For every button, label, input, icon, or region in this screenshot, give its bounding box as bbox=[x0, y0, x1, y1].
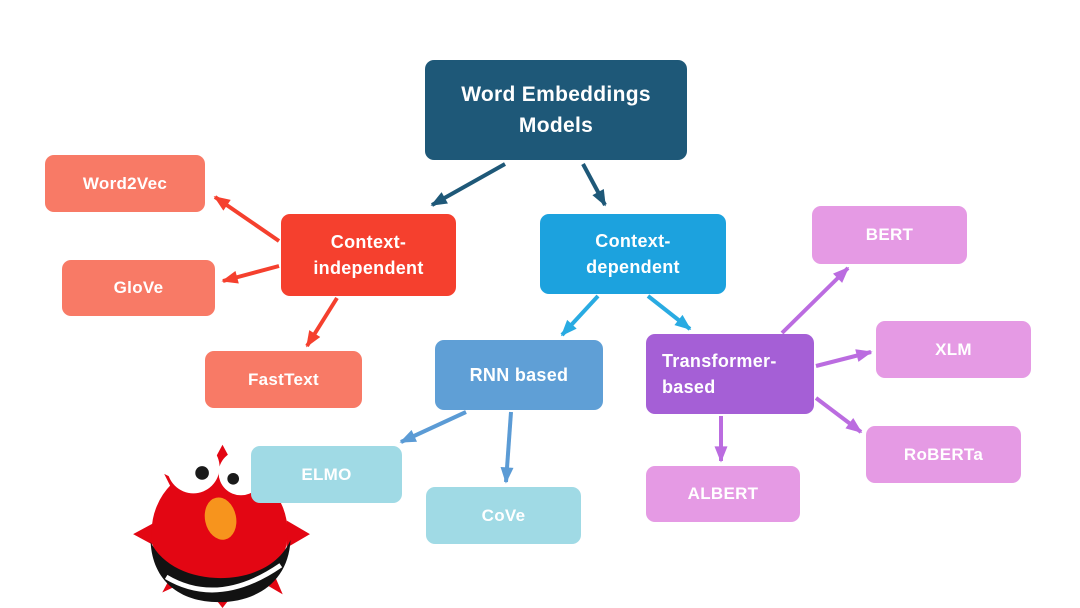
node-transformer-based: Transformer- based bbox=[646, 334, 814, 414]
node-xlm: XLM bbox=[876, 321, 1031, 378]
node-roberta: RoBERTa bbox=[866, 426, 1021, 483]
node-label: ELMO bbox=[301, 464, 352, 484]
node-word2vec: Word2Vec bbox=[45, 155, 205, 212]
node-label-line: based bbox=[662, 377, 716, 397]
node-context-independent: Context- independent bbox=[281, 214, 456, 296]
node-label-line: Models bbox=[518, 114, 594, 137]
node-label-line: Context- bbox=[330, 231, 407, 252]
node-word-embeddings-models: Word Embeddings Models bbox=[425, 60, 687, 160]
node-label-line: dependent bbox=[586, 257, 680, 277]
node-fasttext: FastText bbox=[205, 351, 362, 408]
node-label: XLM bbox=[935, 339, 972, 359]
arrow-root-to-context-independent bbox=[430, 162, 506, 207]
arrow-transformer-based-to-bert bbox=[780, 266, 850, 335]
node-label: Word2Vec bbox=[82, 173, 168, 193]
node-label: BERT bbox=[865, 225, 914, 244]
node-label: ALBERT bbox=[687, 484, 759, 503]
arrow-context-independent-to-glove bbox=[221, 264, 280, 284]
arrow-context-independent-to-word2vec bbox=[213, 195, 281, 243]
node-label: RNN based bbox=[469, 364, 569, 385]
elmo-pupils bbox=[195, 466, 240, 485]
node-label-line: Context- bbox=[595, 230, 671, 251]
node-albert: ALBERT bbox=[646, 466, 800, 522]
elmo-lip bbox=[164, 563, 283, 593]
arrow-rnn-based-to-cove bbox=[500, 411, 514, 484]
node-label-line: independent bbox=[313, 258, 424, 278]
node-rnn-based: RNN based bbox=[435, 340, 603, 410]
node-label: RoBERTa bbox=[903, 444, 984, 464]
node-label: GloVe bbox=[113, 278, 164, 297]
node-glove: GloVe bbox=[62, 260, 215, 316]
node-label-line: Word Embeddings bbox=[461, 82, 651, 106]
node-cove: CoVe bbox=[426, 487, 581, 544]
node-label: FastText bbox=[247, 369, 320, 389]
node-label-line: Transformer- bbox=[662, 350, 777, 371]
arrow-rnn-based-to-elmo bbox=[399, 410, 467, 444]
node-elmo: ELMO bbox=[251, 446, 402, 503]
node-bert: BERT bbox=[812, 206, 967, 264]
arrow-context-dependent-to-rnn-based bbox=[560, 294, 600, 337]
node-context-dependent: Context- dependent bbox=[540, 214, 726, 294]
elmo-nose bbox=[204, 497, 237, 540]
arrow-transformer-based-to-roberta bbox=[814, 396, 863, 434]
arrow-context-independent-to-fasttext bbox=[305, 296, 339, 348]
node-label: CoVe bbox=[481, 505, 526, 525]
arrow-context-dependent-to-transformer-based bbox=[646, 294, 692, 331]
arrow-root-to-context-dependent bbox=[581, 163, 607, 207]
arrow-transformer-based-to-xlm bbox=[815, 349, 873, 368]
